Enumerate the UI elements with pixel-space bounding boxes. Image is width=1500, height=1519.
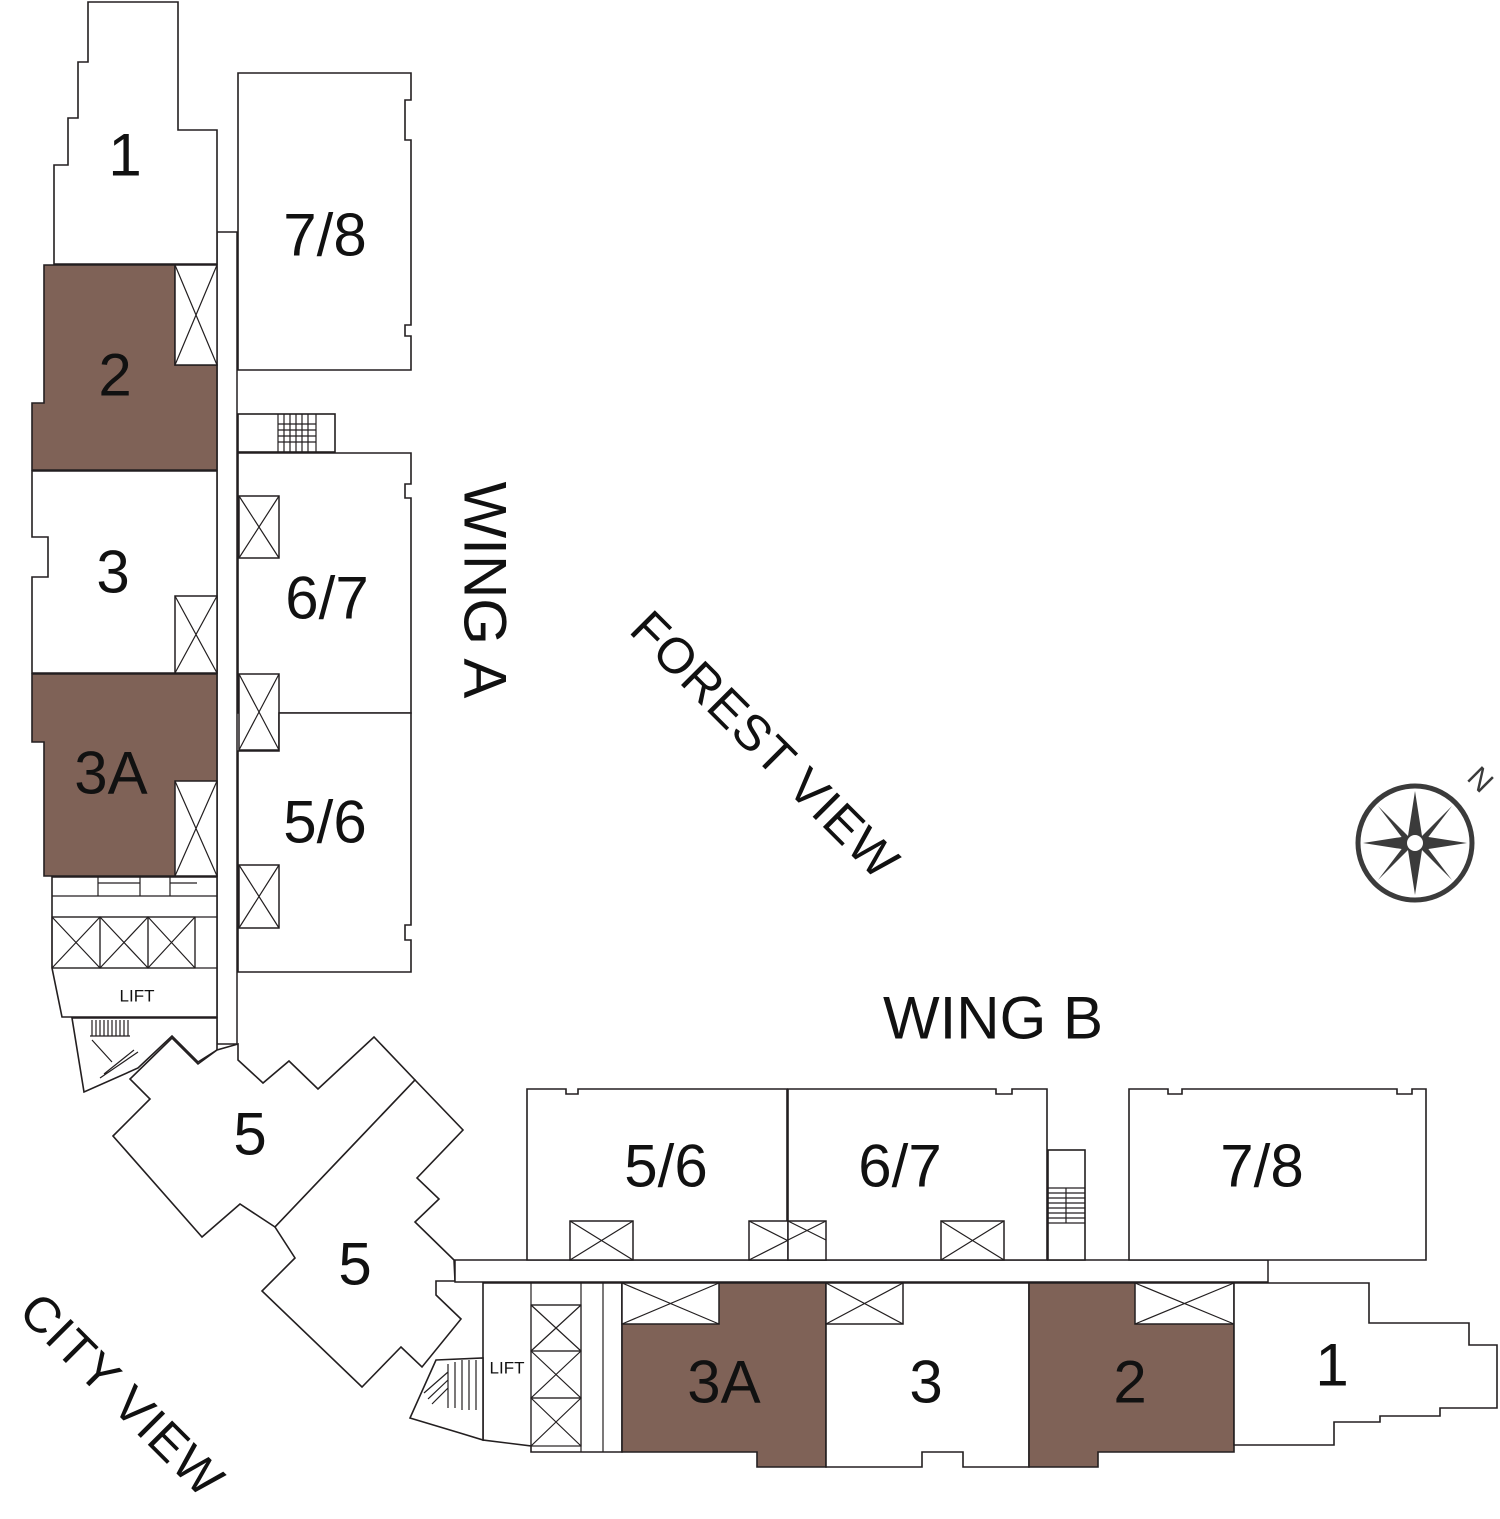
wing-a-upper-stair [237, 413, 336, 453]
wing-a-unit-5-6[interactable] [237, 712, 412, 973]
wing-a-unit-6-7-void-2-cross [238, 673, 280, 751]
wing-b-unit-7-8[interactable] [1128, 1088, 1427, 1261]
wing-b-unit-5-6-void-cross [569, 1220, 634, 1261]
wing-b-unit-6-7-void-edge [787, 1220, 827, 1261]
wing-a-core-crosses [51, 916, 196, 969]
wing-a-unit-3[interactable] [31, 470, 218, 674]
wing-a-unit-5-6-label: 5/6 [283, 789, 366, 856]
wing-a-unit-6-7-void-1-cross [238, 495, 280, 559]
wing-a-unit-3a-void-cross [174, 780, 218, 877]
corner-unit-5-lower[interactable] [260, 1078, 465, 1389]
wing-a-unit-1-label: 1 [108, 122, 141, 189]
wing-b-unit-6-7-void-cross [940, 1220, 1005, 1261]
wing-b-unit-6-7[interactable] [787, 1088, 1048, 1261]
wing-a-unit-3-label: 3 [96, 539, 129, 606]
wing-a-lift-label: LIFT [120, 987, 155, 1006]
wing-a-unit-2-void-cross [174, 264, 218, 366]
wing-a-corridor [216, 231, 238, 1045]
wing-b-lower-stair-treads [423, 1360, 477, 1410]
wing-a-unit-2-label: 2 [98, 342, 131, 409]
wing-b-lift-label: LIFT [490, 1359, 525, 1378]
corner-unit-5-upper-label: 5 [233, 1101, 266, 1168]
wing-b-unit-3-void-cross [825, 1282, 904, 1325]
wing-a-upper-stair-treads [277, 414, 317, 452]
compass-north-label: N [1461, 761, 1500, 800]
compass-icon: N [1355, 761, 1500, 903]
forest-view-label: FOREST VIEW [620, 600, 910, 890]
wing-b-label: WING B [883, 985, 1103, 1052]
wing-a-unit-7-8-label: 7/8 [283, 202, 366, 269]
wing-b-unit-2-label: 2 [1113, 1349, 1146, 1416]
wing-a-unit-1[interactable] [53, 1, 218, 265]
wing-a-unit-3a-label: 3A [74, 740, 147, 807]
wing-a-unit-5-6-void-cross [238, 864, 280, 929]
wing-b-corridor [454, 1259, 1269, 1283]
wing-b-unit-6-7-label: 6/7 [858, 1133, 941, 1200]
wing-a-stair-treads [90, 1020, 139, 1079]
wing-b-unit-6-7-void-edge-cross [787, 1220, 827, 1241]
wing-a-unit-6-7-label: 6/7 [285, 565, 368, 632]
wing-b-core-shaft-3 [530, 1397, 582, 1447]
wing-b-core-crosses [530, 1304, 582, 1447]
wing-a-core-shaft-3 [147, 916, 196, 969]
wing-a-unit-3a[interactable] [31, 673, 218, 877]
wing-b-stair-treads [1048, 1187, 1085, 1224]
wing-b-unit-2-void-cross [1134, 1282, 1235, 1325]
wing-b-unit-3-label: 3 [909, 1349, 942, 1416]
wing-a-unit-3-void-cross [174, 595, 218, 674]
city-view-label: CITY VIEW [9, 1282, 235, 1508]
wing-a-unit-7-8[interactable] [237, 72, 412, 371]
corner-unit-5-upper[interactable] [111, 1035, 417, 1239]
wing-b-unit-3a-label: 3A [687, 1349, 760, 1416]
wing-b-unit-5-6-label: 5/6 [624, 1133, 707, 1200]
corner-unit-5-lower-label: 5 [338, 1231, 371, 1298]
wing-b-unit-7-8-label: 7/8 [1220, 1133, 1303, 1200]
wing-b-unit-3a-void-cross [621, 1282, 720, 1325]
wing-a-label: WING A [452, 482, 519, 699]
wing-b-unit-1[interactable] [1233, 1282, 1498, 1446]
wing-b-lower-stair [408, 1357, 484, 1442]
wing-b-unit-1-label: 1 [1315, 1332, 1348, 1399]
